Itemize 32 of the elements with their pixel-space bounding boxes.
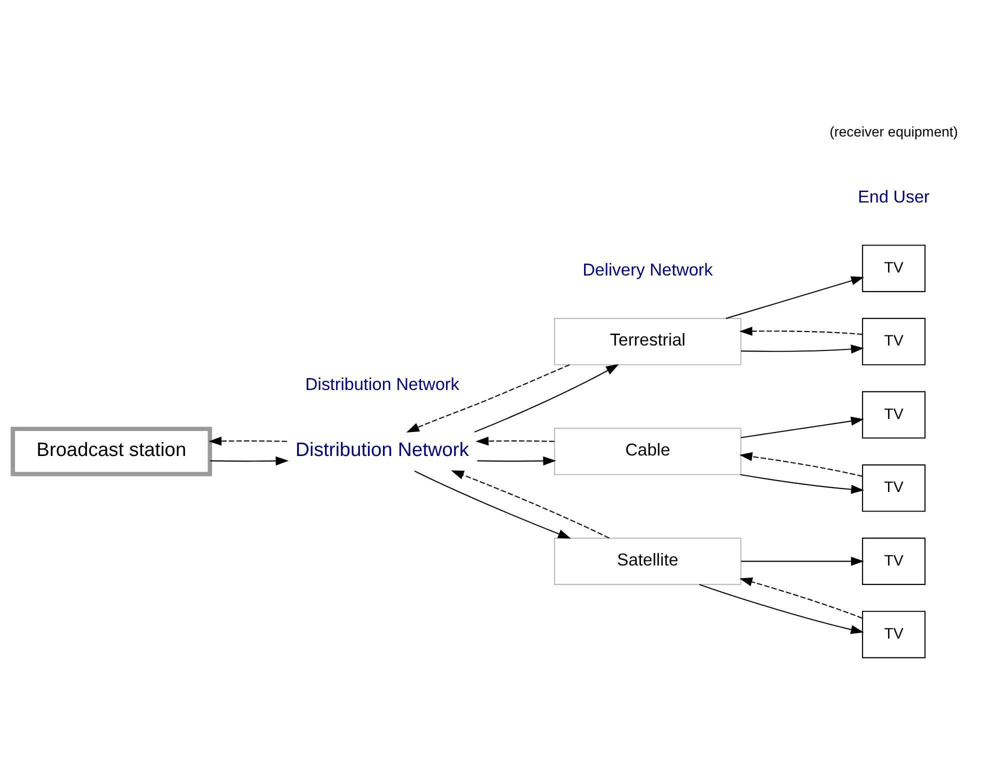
arrow — [476, 436, 554, 446]
label: End User — [858, 186, 930, 206]
arrow — [739, 326, 862, 336]
arrow — [477, 456, 556, 466]
node-box: Broadcast station — [10, 426, 212, 476]
node-text: Distribution Network — [296, 439, 469, 462]
arrow — [699, 584, 864, 634]
node-box: Satellite — [554, 538, 742, 585]
arrow — [740, 416, 864, 438]
arrow — [450, 470, 610, 539]
node-box: TV — [862, 610, 926, 658]
label: Distribution Network — [305, 374, 460, 394]
node-box: TV — [862, 464, 926, 512]
arrow — [740, 344, 864, 354]
node-box: TV — [862, 391, 926, 439]
node-box: TV — [862, 318, 926, 366]
node-box: TV — [862, 538, 926, 585]
arrow — [740, 556, 864, 566]
node-box: Terrestrial — [554, 318, 742, 366]
arrow — [210, 456, 289, 466]
node-box: Cable — [554, 428, 742, 476]
label: (receiver equipment) — [830, 123, 958, 140]
label: Delivery Network — [582, 260, 713, 280]
arrow — [740, 474, 864, 494]
node-box: TV — [862, 244, 926, 292]
arrow — [208, 436, 288, 446]
arrow — [739, 452, 862, 477]
arrow — [739, 578, 863, 619]
arrow — [406, 364, 570, 433]
arrow — [474, 364, 619, 432]
arrow — [414, 470, 572, 539]
arrow — [726, 276, 864, 319]
